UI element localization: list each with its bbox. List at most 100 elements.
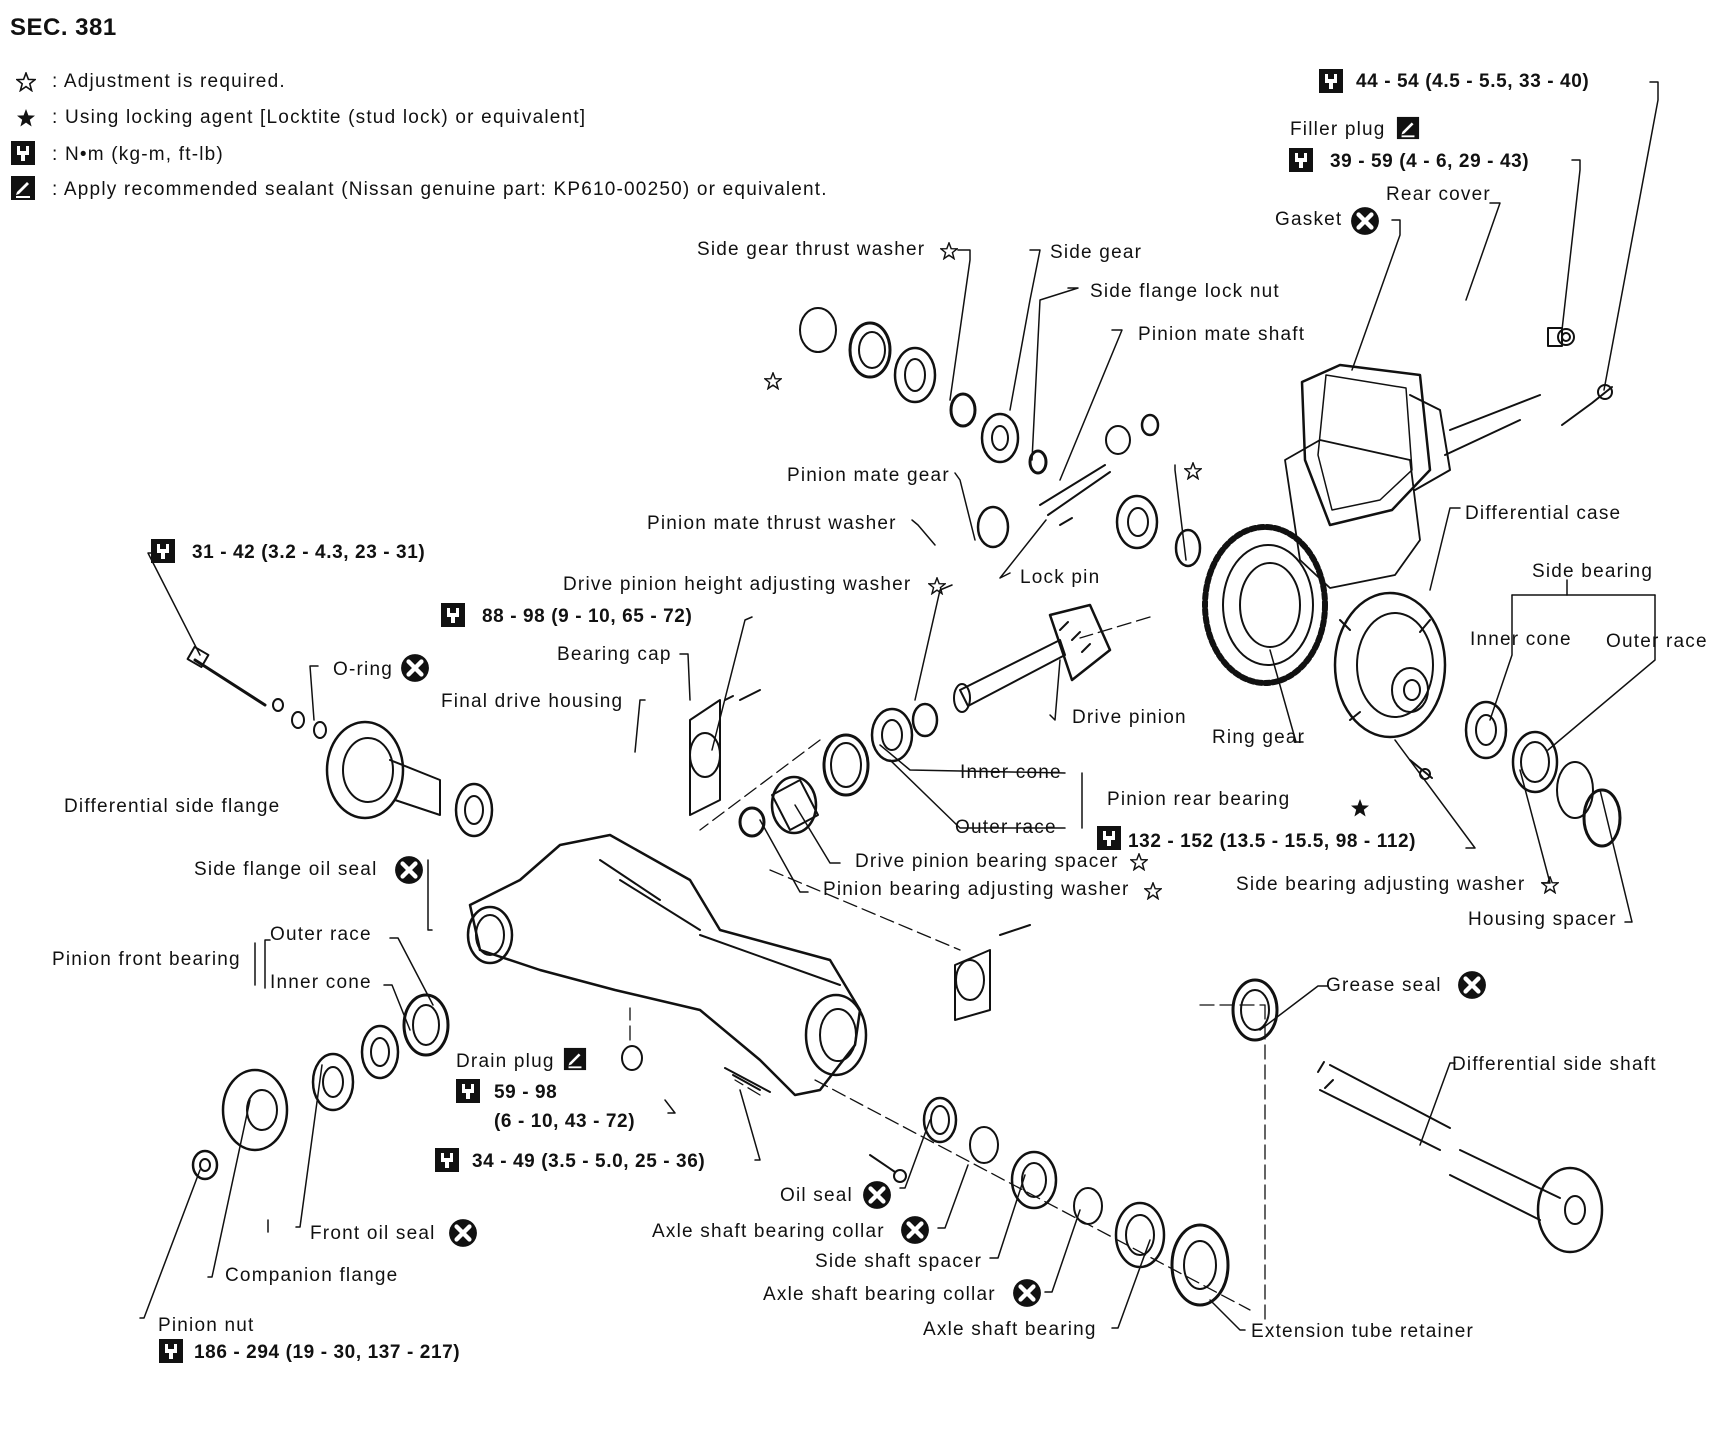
differential-side-shaft-drawing xyxy=(1317,1061,1604,1254)
label-drive-pinion-bearing-spacer: Drive pinion bearing spacer xyxy=(855,851,1119,872)
torque-wrench-icon xyxy=(150,538,176,564)
label-rear-cover: Rear cover xyxy=(1386,184,1491,205)
label-companion-flange: Companion flange xyxy=(225,1265,399,1286)
label-pinion-bearing-adjusting-washer: Pinion bearing adjusting washer xyxy=(823,879,1130,900)
differential-case-drawing xyxy=(1333,591,1622,848)
label-axle-shaft-bearing: Axle shaft bearing xyxy=(923,1319,1097,1340)
left-side-flange-drawing xyxy=(186,645,494,838)
hollow-star-icon xyxy=(940,242,958,260)
torque-wrench-icon xyxy=(1318,68,1344,94)
label-front-inner-cone: Inner cone xyxy=(270,972,372,993)
axle-shaft-stack-drawing xyxy=(724,978,1279,1307)
torque-wrench-icon xyxy=(1288,147,1314,173)
torque-retainer-bolt: 34 - 49 (3.5 - 5.0, 25 - 36) xyxy=(472,1151,706,1172)
replace-x-icon xyxy=(900,1215,930,1245)
hollow-star-icon xyxy=(764,372,782,390)
label-axle-shaft-bearing-collar-2: Axle shaft bearing collar xyxy=(763,1284,996,1305)
solid-star-icon xyxy=(1350,798,1370,818)
label-differential-side-shaft: Differential side shaft xyxy=(1452,1054,1657,1075)
torque-wrench-icon xyxy=(434,1147,460,1173)
torque-flange-bolt: 31 - 42 (3.2 - 4.3, 23 - 31) xyxy=(192,542,426,563)
label-drive-pinion-height-washer: Drive pinion height adjusting washer xyxy=(563,574,912,595)
final-drive-housing-drawing xyxy=(466,689,1031,1097)
torque-filler-plug: 39 - 59 (4 - 6, 29 - 43) xyxy=(1330,151,1530,172)
front-pinion-stack-drawing xyxy=(191,993,450,1181)
label-pinion-front-bearing: Pinion front bearing xyxy=(52,949,241,970)
legend-item-locking-agent: : Using locking agent [Locktite (stud lo… xyxy=(52,107,587,128)
label-differential-side-flange: Differential side flange xyxy=(64,796,281,817)
section-number: SEC. 381 xyxy=(10,14,117,41)
label-gasket: Gasket xyxy=(1275,209,1343,230)
label-side-flange-lock-nut: Side flange lock nut xyxy=(1090,281,1280,302)
replace-x-icon xyxy=(394,855,424,885)
label-side-bearing-adjusting-washer: Side bearing adjusting washer xyxy=(1236,874,1526,895)
label-side-shaft-spacer: Side shaft spacer xyxy=(815,1251,983,1272)
label-o-ring: O-ring xyxy=(333,659,393,680)
solid-star-icon xyxy=(16,108,36,128)
hollow-star-icon xyxy=(1541,876,1559,894)
sealant-icon xyxy=(1396,116,1420,140)
torque-drain-plug: 59 - 98 xyxy=(494,1082,558,1103)
torque-wrench-icon xyxy=(10,140,36,166)
hollow-star-icon xyxy=(16,72,36,92)
replace-x-icon xyxy=(862,1180,892,1210)
label-pinion-mate-thrust-washer: Pinion mate thrust washer xyxy=(647,513,897,534)
label-ring-gear: Ring gear xyxy=(1212,727,1306,748)
leader-lines xyxy=(139,81,1659,1331)
torque-pinion-nut: 186 - 294 (19 - 30, 137 - 217) xyxy=(194,1342,461,1363)
label-extension-tube-retainer: Extension tube retainer xyxy=(1251,1321,1474,1342)
label-bearing-cap: Bearing cap xyxy=(557,644,672,665)
label-drive-pinion: Drive pinion xyxy=(1072,707,1187,728)
hollow-star-icon xyxy=(1184,462,1202,480)
label-differential-case: Differential case xyxy=(1465,503,1622,524)
torque-wrench-icon xyxy=(440,602,466,628)
hollow-star-icon xyxy=(1144,882,1162,900)
label-side-gear: Side gear xyxy=(1050,242,1143,263)
label-grease-seal: Grease seal xyxy=(1326,975,1442,996)
label-side-bearing: Side bearing xyxy=(1532,561,1654,582)
label-filler-plug: Filler plug xyxy=(1290,119,1386,140)
label-side-gear-thrust-washer: Side gear thrust washer xyxy=(697,239,926,260)
centerlines xyxy=(629,616,1266,1321)
torque-wrench-icon xyxy=(158,1338,184,1364)
torque-wrench-icon xyxy=(455,1078,481,1104)
sealant-icon xyxy=(563,1047,587,1071)
torque-wrench-icon xyxy=(1096,825,1122,851)
label-inner-cone: Inner cone xyxy=(960,762,1062,783)
label-axle-shaft-bearing-collar-1: Axle shaft bearing collar xyxy=(652,1221,885,1242)
label-inner-cone-side-bearing: Inner cone xyxy=(1470,629,1572,650)
label-pinion-mate-shaft: Pinion mate shaft xyxy=(1138,324,1306,345)
label-pinion-nut: Pinion nut xyxy=(158,1315,255,1336)
legend-item-adjustment: : Adjustment is required. xyxy=(52,71,286,92)
replace-x-icon xyxy=(400,653,430,683)
legend-item-sealant: : Apply recommended sealant (Nissan genu… xyxy=(52,179,828,200)
label-pinion-rear-bearing: Pinion rear bearing xyxy=(1107,789,1291,810)
label-housing-spacer: Housing spacer xyxy=(1468,909,1617,930)
side-gear-stack xyxy=(799,307,1202,568)
label-outer-race: Outer race xyxy=(955,817,1057,838)
hollow-star-icon xyxy=(1130,853,1148,871)
torque-bearing-cap-bolt: 88 - 98 (9 - 10, 65 - 72) xyxy=(482,606,693,627)
torque-rear-cover-bolt: 44 - 54 (4.5 - 5.5, 33 - 40) xyxy=(1356,71,1590,92)
label-side-flange-oil-seal: Side flange oil seal xyxy=(194,859,378,880)
label-outer-race-side-bearing: Outer race xyxy=(1606,631,1708,652)
replace-x-icon xyxy=(448,1218,478,1248)
sealant-icon xyxy=(10,175,36,201)
label-pinion-mate-gear: Pinion mate gear xyxy=(787,465,950,486)
ring-gear-drawing xyxy=(1202,524,1328,686)
drive-pinion-drawing xyxy=(738,603,1112,838)
replace-x-icon xyxy=(1457,970,1487,1000)
replace-x-icon xyxy=(1350,206,1380,236)
label-lock-pin: Lock pin xyxy=(1020,567,1101,588)
label-drain-plug: Drain plug xyxy=(456,1051,555,1072)
hollow-star-icon xyxy=(928,577,946,595)
label-front-oil-seal: Front oil seal xyxy=(310,1223,436,1244)
replace-x-icon xyxy=(1012,1278,1042,1308)
label-front-outer-race: Outer race xyxy=(270,924,372,945)
label-oil-seal: Oil seal xyxy=(780,1185,853,1206)
torque-ring-gear-bolt: 132 - 152 (13.5 - 15.5, 98 - 112) xyxy=(1128,831,1417,852)
torque-drain-plug-imperial: (6 - 10, 43 - 72) xyxy=(494,1111,636,1132)
rear-cover-assembly xyxy=(1284,327,1613,589)
